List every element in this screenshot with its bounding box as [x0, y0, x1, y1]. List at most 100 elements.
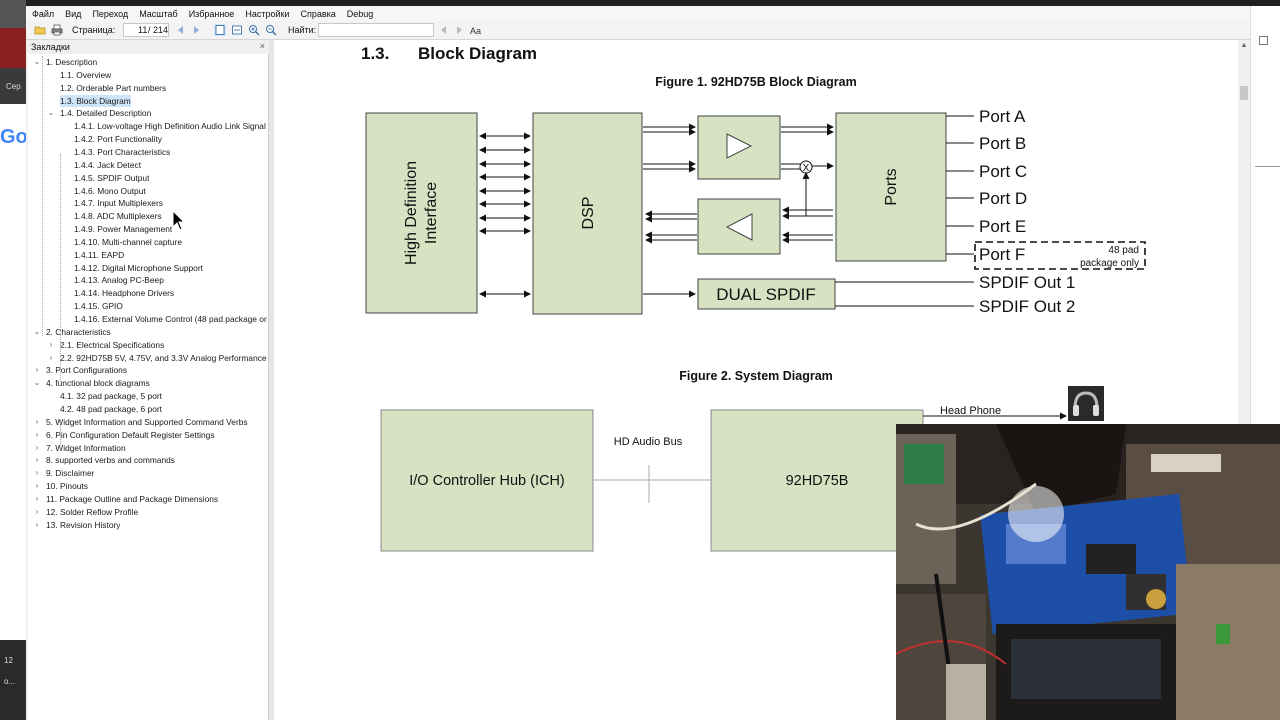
- prev-page-icon[interactable]: [175, 24, 187, 36]
- expand-toggle-icon[interactable]: ›: [35, 481, 39, 491]
- svg-text:Aa: Aa: [470, 26, 481, 36]
- bookmark-item[interactable]: 13. Revision History: [46, 519, 121, 530]
- fit-width-icon[interactable]: [231, 24, 243, 36]
- expand-toggle-icon[interactable]: ›: [35, 519, 39, 529]
- hd-interface-label-line2: Interface: [423, 182, 440, 244]
- bookmark-item[interactable]: 1.4.6. Mono Output: [74, 185, 146, 196]
- bookmark-item[interactable]: 11. Package Outline and Package Dimensio…: [46, 493, 219, 504]
- print-icon[interactable]: [51, 24, 63, 36]
- bookmark-item[interactable]: 2.2. 92HD75B 5V, 4.75V, and 3.3V Analog …: [60, 352, 269, 363]
- dual-spdif-label: DUAL SPDIF: [716, 285, 816, 304]
- expand-toggle-icon[interactable]: ›: [49, 339, 53, 349]
- bookmark-item[interactable]: 9. Disclaimer: [46, 468, 95, 479]
- desktop-app-tile[interactable]: [0, 28, 26, 68]
- port-f-label: Port F: [979, 245, 1025, 264]
- expand-toggle-icon[interactable]: ›: [35, 468, 39, 478]
- mouse-cursor-icon: [172, 210, 186, 231]
- match-case-icon[interactable]: Aa: [470, 24, 482, 36]
- menu-favorites[interactable]: Избранное: [188, 8, 235, 19]
- menu-zoom[interactable]: Масштаб: [139, 8, 178, 19]
- close-icon[interactable]: ×: [259, 41, 265, 51]
- tree-guide-line: [60, 344, 61, 374]
- bookmark-item[interactable]: 6. Pin Configuration Default Register Se…: [46, 429, 215, 440]
- expand-toggle-icon[interactable]: ⌄: [47, 108, 55, 118]
- browser-window-fragment: [0, 104, 26, 644]
- port-e-label: Port E: [979, 217, 1026, 236]
- bookmark-item[interactable]: 1.1. Overview: [60, 69, 112, 80]
- bookmark-item[interactable]: 2. Characteristics: [46, 326, 111, 337]
- expand-toggle-icon[interactable]: ›: [35, 365, 39, 375]
- bookmark-item[interactable]: 1.4.2. Port Functionality: [74, 134, 162, 145]
- bookmark-item[interactable]: 1.3. Block Diagram: [60, 94, 131, 107]
- menu-help[interactable]: Справка: [300, 8, 336, 19]
- bookmark-item[interactable]: 3. Port Configurations: [46, 365, 128, 376]
- desktop-bottom-label: 12: [4, 656, 13, 665]
- expand-toggle-icon[interactable]: ›: [35, 429, 39, 439]
- bookmark-item[interactable]: 1.4.9. Power Management: [74, 224, 173, 235]
- bookmark-item[interactable]: 1.4.1. Low-voltage High Definition Audio…: [74, 121, 266, 132]
- bookmark-item[interactable]: 1. Description: [46, 57, 98, 67]
- open-icon[interactable]: [34, 24, 46, 36]
- scrollbar-thumb[interactable]: [1240, 86, 1248, 100]
- zoom-in-icon[interactable]: [248, 24, 260, 36]
- section-number: 1.3.: [361, 44, 389, 63]
- bookmark-item[interactable]: 4. functional block diagrams: [46, 378, 150, 389]
- bookmark-item[interactable]: 1.4.14. Headphone Drivers: [74, 288, 175, 299]
- bookmark-item[interactable]: 10. Pinouts: [46, 481, 88, 492]
- menu-view[interactable]: Вид: [65, 8, 82, 19]
- expand-toggle-icon[interactable]: ⌄: [33, 57, 41, 66]
- expand-toggle-icon[interactable]: ›: [35, 493, 39, 503]
- bookmark-item[interactable]: 4.1. 32 pad package, 5 port: [60, 391, 162, 402]
- next-page-icon[interactable]: [190, 24, 202, 36]
- bookmark-item[interactable]: 1.4.10. Multi-channel capture: [74, 236, 183, 247]
- bookmark-item[interactable]: 4.2. 48 pad package, 6 port: [60, 403, 162, 414]
- dac-path-arrows: [643, 123, 834, 173]
- find-input[interactable]: [318, 23, 434, 37]
- bookmark-item[interactable]: 1.4.3. Port Characteristics: [74, 146, 171, 157]
- bookmark-item[interactable]: 7. Widget Information: [46, 442, 126, 453]
- bookmark-item[interactable]: 1.4.4. Jack Detect: [74, 159, 142, 170]
- expand-toggle-icon[interactable]: ›: [35, 455, 39, 465]
- ports-label: Ports: [883, 168, 900, 205]
- bookmark-item[interactable]: 1.4.16. External Volume Control (48 pad …: [74, 314, 267, 324]
- page-number-input[interactable]: 11: [123, 23, 169, 37]
- expand-toggle-icon[interactable]: ›: [49, 352, 53, 362]
- find-prev-icon[interactable]: [438, 24, 450, 36]
- fit-page-icon[interactable]: [214, 24, 226, 36]
- scroll-up-icon[interactable]: ▲: [1240, 42, 1248, 49]
- menu-file[interactable]: Файл: [32, 8, 55, 19]
- expand-toggle-icon[interactable]: ⌄: [33, 378, 41, 388]
- find-next-icon[interactable]: [453, 24, 465, 36]
- bookmark-item[interactable]: 1.4. Detailed Description: [60, 108, 152, 119]
- bookmark-item[interactable]: 1.4.13. Analog PC-Beep: [74, 275, 164, 286]
- bookmark-item[interactable]: 12. Solder Reflow Profile: [46, 506, 139, 517]
- expand-toggle-icon[interactable]: ›: [35, 442, 39, 452]
- bookmark-item[interactable]: 1.4.7. Input Multiplexers: [74, 198, 163, 209]
- expand-toggle-icon[interactable]: ›: [35, 416, 39, 426]
- bookmark-item[interactable]: 2.1. Electrical Specifications: [60, 339, 165, 350]
- desktop-taskbar-fragment: [0, 0, 26, 28]
- tree-guide-line: [60, 154, 61, 382]
- menu-settings[interactable]: Настройки: [245, 8, 290, 19]
- codec-label: 92HD75B: [786, 473, 849, 489]
- bookmark-item[interactable]: 1.2. Orderable Part numbers: [60, 82, 167, 93]
- window-control-fragment[interactable]: [1259, 36, 1268, 45]
- expand-toggle-icon[interactable]: ⌄: [33, 326, 41, 336]
- menu-go[interactable]: Переход: [92, 8, 129, 19]
- bookmark-item[interactable]: 8. supported verbs and commands: [46, 455, 175, 466]
- bookmark-item[interactable]: 1.4.12. Digital Microphone Support: [74, 262, 203, 273]
- pane-splitter[interactable]: [269, 40, 274, 720]
- page-label: Страница:: [72, 25, 116, 35]
- zoom-out-icon[interactable]: [265, 24, 277, 36]
- bookmark-item[interactable]: 1.4.11. EAPD: [74, 249, 125, 260]
- document-view[interactable]: 1.3. Block Diagram Figure 1. 92HD75B Blo…: [274, 40, 1238, 720]
- bookmark-item[interactable]: 1.4.8. ADC Multiplexers: [74, 211, 162, 222]
- expand-toggle-icon[interactable]: ›: [35, 506, 39, 516]
- bookmark-item[interactable]: 1.4.5. SPDIF Output: [74, 172, 150, 183]
- dsp-label: DSP: [580, 197, 597, 230]
- desktop-bottom-label-2: о...: [4, 677, 16, 686]
- menu-debug[interactable]: Debug: [346, 8, 374, 19]
- bookmark-item[interactable]: 1.4.15. GPIO: [74, 301, 123, 312]
- bookmark-item[interactable]: 5. Widget Information and Supported Comm…: [46, 416, 248, 427]
